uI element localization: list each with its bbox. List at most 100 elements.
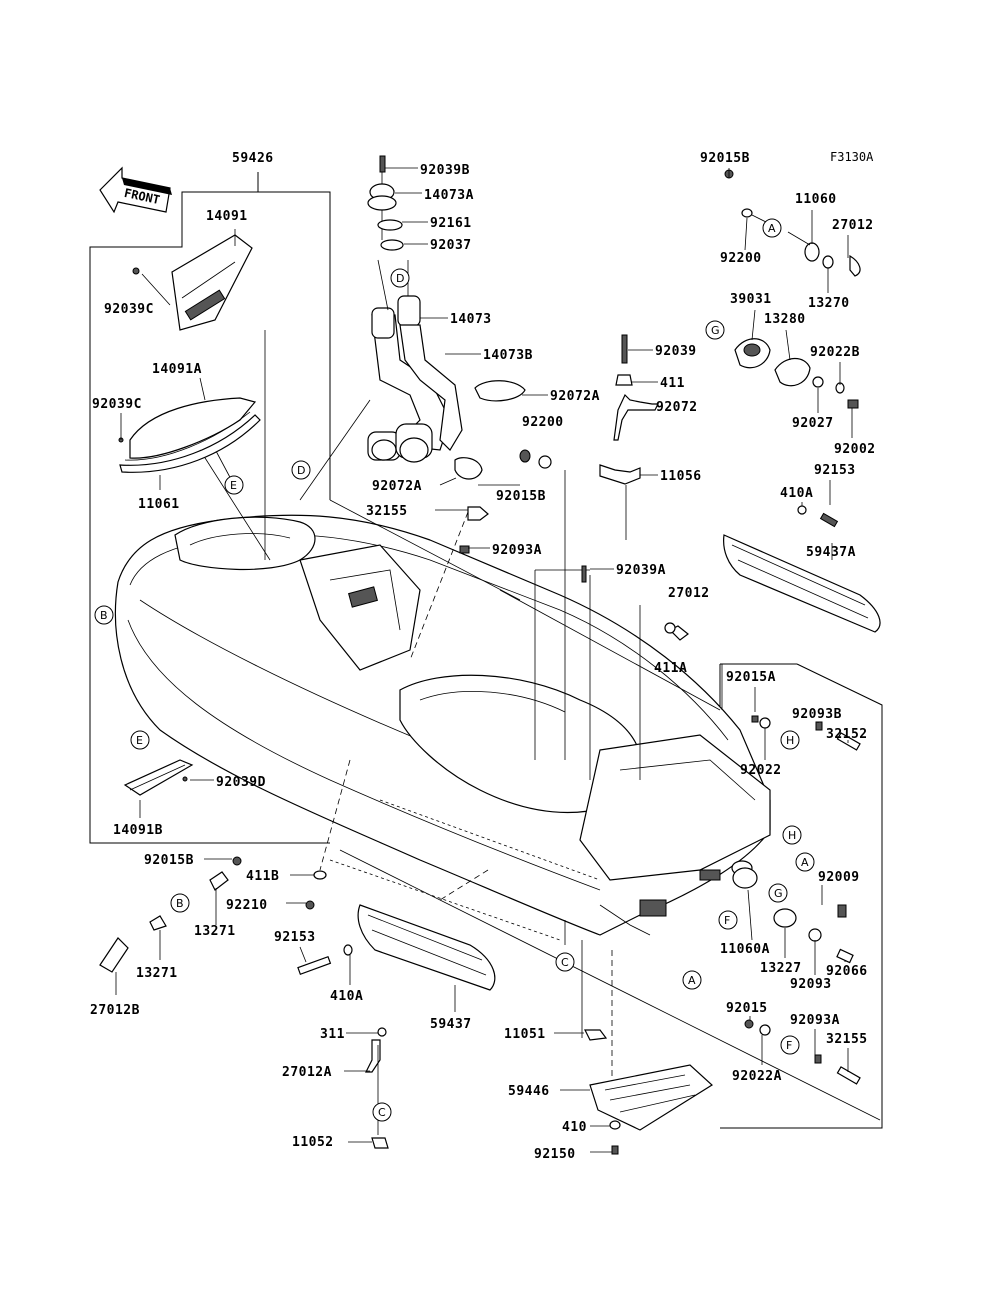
part-92039: 92039 xyxy=(655,344,697,359)
part-92093: 92093 xyxy=(790,977,832,992)
svg-text:C: C xyxy=(378,1106,386,1119)
callout-A-2: A xyxy=(795,852,815,872)
part-92072A-2: 92072A xyxy=(372,479,422,494)
callout-A-1: A xyxy=(762,218,782,238)
part-13280: 13280 xyxy=(764,312,806,327)
part-92150: 92150 xyxy=(534,1147,576,1162)
right-small-parts xyxy=(459,334,689,641)
part-92200-2: 92200 xyxy=(720,251,762,266)
lid-14091 xyxy=(132,234,253,331)
svg-text:E: E xyxy=(230,479,237,492)
hose-clamps xyxy=(454,380,548,486)
gasket-14091A xyxy=(118,397,261,473)
callout-B-1: B xyxy=(94,605,114,625)
svg-text:D: D xyxy=(396,272,404,285)
part-13271-2: 13271 xyxy=(136,966,178,981)
part-311: 311 xyxy=(320,1027,345,1042)
part-92015B-3: 92015B xyxy=(144,853,194,868)
part-92093A: 92093A xyxy=(492,543,542,558)
part-92039C: 92039C xyxy=(104,302,154,317)
step-59437A xyxy=(723,505,881,633)
callout-F-2: F xyxy=(780,1035,800,1055)
part-92200: 92200 xyxy=(522,415,564,430)
part-14073: 14073 xyxy=(450,312,492,327)
right-lower-parts xyxy=(732,715,861,1085)
part-92022A: 92022A xyxy=(732,1069,782,1084)
svg-text:F: F xyxy=(786,1039,792,1052)
part-92039D: 92039D xyxy=(216,775,266,790)
callout-B-2: B xyxy=(170,893,190,913)
part-39031: 39031 xyxy=(730,292,772,307)
callout-D-2: D xyxy=(291,460,311,480)
leader-lines xyxy=(199,330,881,1121)
callout-D-1: D xyxy=(390,268,410,288)
part-92037: 92037 xyxy=(430,238,472,253)
part-11060: 11060 xyxy=(795,192,837,207)
part-92093A-2: 92093A xyxy=(790,1013,840,1028)
callout-E-2: E xyxy=(130,730,150,750)
part-59437A: 59437A xyxy=(806,545,856,560)
grate-59446 xyxy=(589,1064,713,1155)
part-13271: 13271 xyxy=(194,924,236,939)
part-92210: 92210 xyxy=(226,898,268,913)
part-11060A: 11060A xyxy=(720,942,770,957)
part-14091: 14091 xyxy=(206,209,248,224)
svg-text:H: H xyxy=(786,734,794,747)
part-92153: 92153 xyxy=(814,463,856,478)
part-92022: 92022 xyxy=(740,763,782,778)
part-92093B: 92093B xyxy=(792,707,842,722)
step-59437 xyxy=(357,904,496,991)
svg-text:G: G xyxy=(774,887,783,900)
svg-text:D: D xyxy=(297,464,305,477)
part-13270: 13270 xyxy=(808,296,850,311)
svg-text:H: H xyxy=(788,829,796,842)
part-11052: 11052 xyxy=(292,1135,334,1150)
part-92015B: 92015B xyxy=(496,489,546,504)
group-bracket-right xyxy=(719,663,883,1129)
callout-H-1: H xyxy=(780,730,800,750)
part-27012: 27012 xyxy=(668,586,710,601)
part-92009: 92009 xyxy=(818,870,860,885)
part-92039C-2: 92039C xyxy=(92,397,142,412)
trim-14091B xyxy=(123,759,194,818)
figure-code: F3130A xyxy=(830,150,874,164)
part-411B: 411B xyxy=(246,869,279,884)
svg-text:B: B xyxy=(100,609,108,622)
part-labels: 59426 14091 92039C 14091A 92039C 11061 1… xyxy=(90,151,876,1162)
part-11051: 11051 xyxy=(504,1027,546,1042)
part-27012-2: 27012 xyxy=(832,218,874,233)
part-410A: 410A xyxy=(780,486,813,501)
svg-text:E: E xyxy=(136,734,143,747)
part-32155: 32155 xyxy=(366,504,408,519)
cap-parts xyxy=(367,155,404,251)
part-14073B: 14073B xyxy=(483,348,533,363)
part-32155-2: 32155 xyxy=(826,1032,868,1047)
part-410A-2: 410A xyxy=(330,989,363,1004)
group-bracket-59426 xyxy=(89,172,331,844)
callout-G-1: G xyxy=(705,320,725,340)
callout-A-3: A xyxy=(682,970,702,990)
part-59437: 59437 xyxy=(430,1017,472,1032)
label-leaders xyxy=(115,167,853,1153)
part-92015A: 92015A xyxy=(726,670,776,685)
part-92015: 92015 xyxy=(726,1001,768,1016)
callout-F-1: F xyxy=(718,910,738,930)
part-411A: 411A xyxy=(654,661,687,676)
part-14091A: 14091A xyxy=(152,362,202,377)
part-92002: 92002 xyxy=(834,442,876,457)
hull-body xyxy=(114,514,771,941)
part-27012B: 27012B xyxy=(90,1003,140,1018)
part-14073A: 14073A xyxy=(424,188,474,203)
svg-text:A: A xyxy=(688,974,696,987)
part-92015B-2: 92015B xyxy=(700,151,750,166)
part-92027: 92027 xyxy=(792,416,834,431)
part-92153-2: 92153 xyxy=(274,930,316,945)
part-92072A: 92072A xyxy=(550,389,600,404)
part-13227: 13227 xyxy=(760,961,802,976)
part-59426: 59426 xyxy=(232,151,274,166)
front-arrow-icon: FRONT xyxy=(99,166,172,214)
bottom-center-parts xyxy=(365,1027,608,1149)
part-92022B: 92022B xyxy=(810,345,860,360)
lower-left-parts xyxy=(99,856,353,976)
